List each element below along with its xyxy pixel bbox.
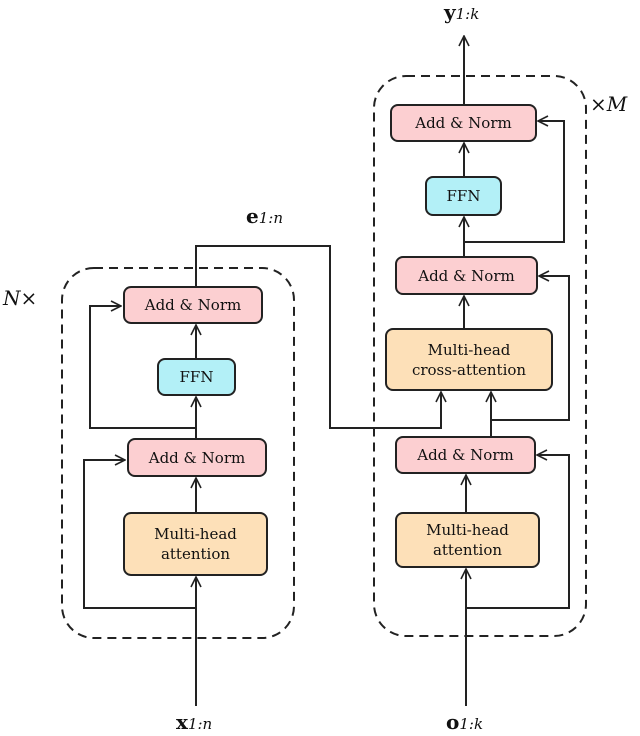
output-label: y1:k (444, 0, 479, 24)
encoder-output-line (195, 245, 441, 429)
encoded-subscript: 1:n (258, 209, 283, 227)
encoder-ffn: FFN (157, 358, 236, 396)
encoder-repeat-label: N× (3, 286, 38, 310)
decoder-multi-head-attention: Multi-head attention (395, 512, 540, 568)
encoder-residual-2 (89, 306, 196, 429)
decoder-block-boundary (373, 75, 587, 637)
encoder-add-norm-top: Add & Norm (123, 286, 263, 324)
output-subscript: 1:k (455, 5, 480, 23)
decoder-add-norm-mid: Add & Norm (395, 256, 538, 295)
encoder-input-subscript: 1:n (187, 715, 213, 733)
encoder-add-norm-bottom: Add & Norm (127, 438, 267, 477)
output-symbol: y (444, 0, 456, 24)
decoder-residual-1 (466, 455, 570, 609)
decoder-input-symbol: o (446, 710, 460, 734)
encoded-label: e1:n (246, 204, 283, 228)
encoder-block-boundary (61, 267, 295, 639)
decoder-input-label: o1:k (446, 710, 483, 734)
encoder-input-label: x1:n (176, 710, 212, 734)
decoder-multi-head-cross-attention: Multi-head cross-attention (385, 328, 553, 391)
encoder-multi-head-attention: Multi-head attention (123, 512, 268, 576)
decoder-residual-2 (491, 276, 570, 421)
decoder-ffn: FFN (425, 176, 502, 216)
decoder-input-subscript: 1:k (459, 715, 484, 733)
encoded-symbol: e (246, 204, 259, 228)
decoder-residual-3 (464, 121, 565, 243)
encoder-input-symbol: x (176, 710, 188, 734)
decoder-repeat-label: ×M (590, 92, 628, 116)
decoder-add-norm-top: Add & Norm (390, 104, 537, 142)
decoder-add-norm-bottom: Add & Norm (395, 436, 536, 474)
encoder-residual-1 (83, 460, 196, 609)
